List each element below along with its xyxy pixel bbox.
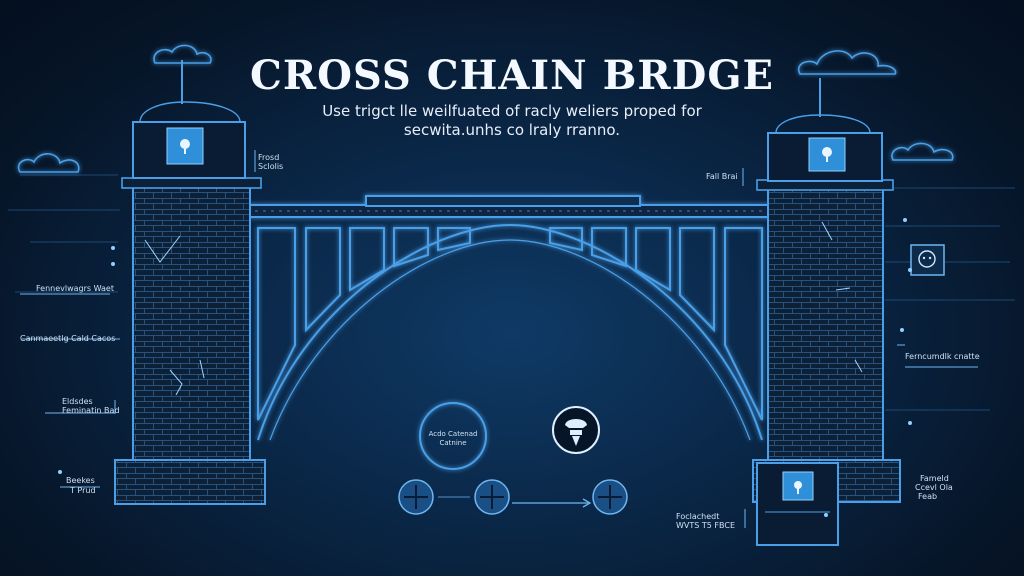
page-title: CROSS CHAIN BRDGE (250, 52, 774, 99)
node-circle-label-1: Acdo Catenad (428, 430, 478, 438)
label-right-tower-top: Fall Brai (706, 172, 738, 181)
face-icon (910, 244, 945, 276)
cloud-icon (797, 50, 897, 75)
left-tower (114, 60, 266, 505)
cloud-icon (153, 44, 212, 64)
label-left-1: Fennevlwagrs Waet (36, 284, 114, 293)
node-circle (419, 402, 487, 470)
node-icon (592, 479, 628, 515)
node-icon (398, 479, 434, 515)
label-left-2: Canmaeetlg Cald Cacos (20, 334, 116, 343)
cloud-icon (891, 142, 954, 161)
chip-icon (552, 406, 600, 454)
right-tower (752, 78, 901, 546)
label-right-2a: Fameld (920, 474, 949, 483)
label-left-3b: Feminatin Bad (62, 406, 120, 415)
label-bottom-right-1: Foclachedt (676, 512, 720, 521)
label-left-4b: T Prud (70, 486, 96, 495)
server-icon (756, 462, 839, 546)
deck-rail (365, 195, 641, 207)
label-left-tower-top-2: Sclolis (258, 162, 284, 171)
subtitle-line-2: secwita.unhs co lraly rranno. (403, 121, 621, 139)
subtitle-line-1: Use trigct lle weilfuated of racly welie… (322, 102, 702, 120)
label-right-1: Ferncumdlk cnatte (905, 352, 980, 361)
node-icon (474, 479, 510, 515)
chain-nodes (398, 479, 628, 515)
bridge-arch-inner (269, 239, 751, 441)
lock-icon (166, 127, 204, 165)
label-right-2c: Feab (918, 492, 938, 501)
label-bottom-right-2: WVTS T5 FBCE (676, 521, 735, 530)
label-left-4a: Beekes (66, 476, 95, 485)
label-right-2b: Ccevl Ola (915, 483, 953, 492)
bridge-arch (257, 223, 763, 441)
label-left-3a: Eldsdes (62, 397, 93, 406)
node-circle-label-2: Catnine (439, 439, 467, 447)
label-left-tower-top-1: Frosd (258, 153, 280, 162)
lock-icon (808, 137, 846, 172)
cloud-icon (17, 153, 80, 173)
speed-lines (8, 174, 1015, 411)
